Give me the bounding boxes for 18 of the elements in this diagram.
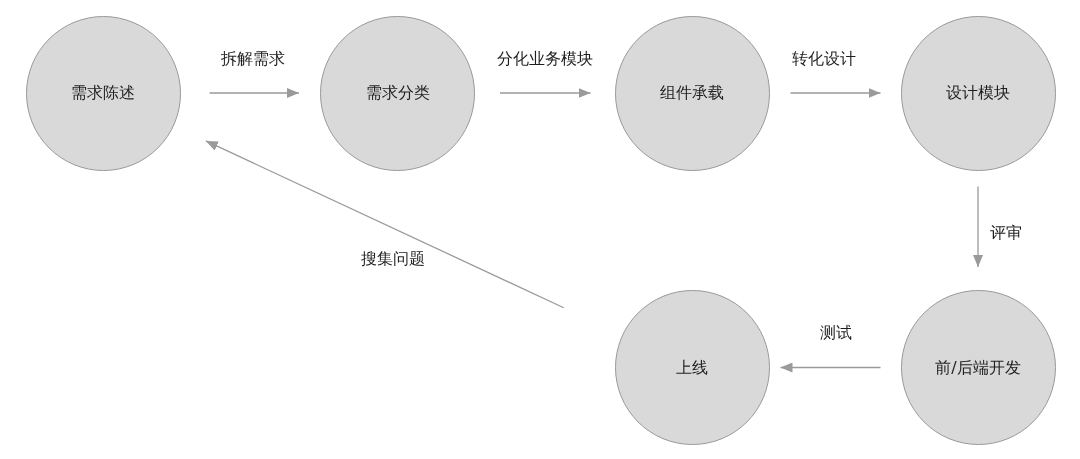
node-label: 设计模块 [946, 83, 1010, 103]
edge-label: 分化业务模块 [495, 49, 595, 69]
node-label: 需求分类 [365, 83, 430, 103]
node-label: 需求陈述 [71, 83, 135, 103]
edge-label: 搜集问题 [359, 249, 427, 269]
arrow [499, 88, 592, 98]
edge-label: 拆解需求 [219, 49, 287, 69]
node-label: 前/后端开发 [935, 357, 1021, 378]
arrow [208, 88, 300, 98]
edge-label: 转化设计 [790, 49, 858, 69]
arrow [205, 140, 565, 309]
arrow [789, 88, 882, 98]
node-label: 组件承载 [660, 83, 724, 103]
edge-label: 测试 [818, 323, 854, 343]
edge-label: 评审 [988, 223, 1024, 243]
node-label: 上线 [676, 357, 708, 378]
arrow [779, 362, 882, 373]
arrow [973, 185, 983, 268]
